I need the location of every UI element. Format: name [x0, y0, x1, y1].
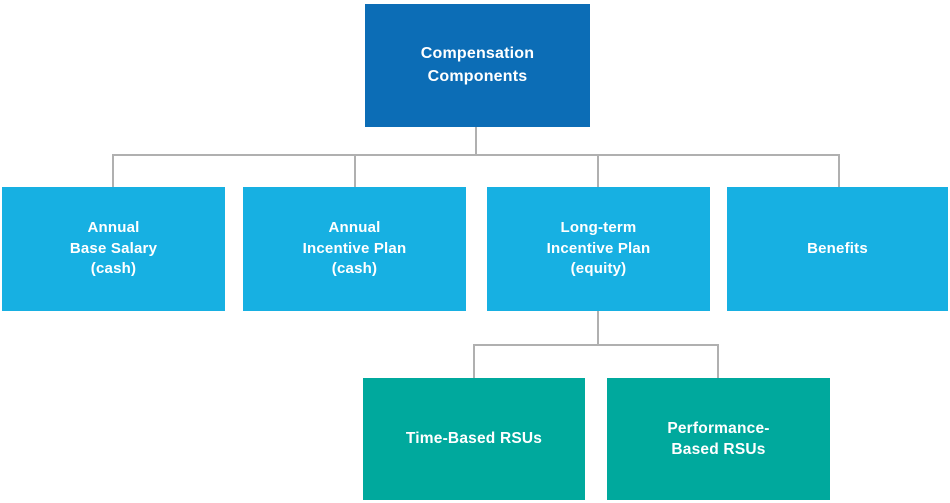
connector-drop-annual-incentive: [354, 154, 356, 188]
connector-drop-time-based-rsus: [473, 344, 475, 379]
node-compensation-components: Compensation Components: [365, 4, 590, 127]
node-benefits: Benefits: [727, 187, 948, 311]
node-long-term-incentive-plan: Long-term Incentive Plan (equity): [487, 187, 710, 311]
connector-tier3-rail: [473, 344, 719, 346]
node-performance-based-rsus: Performance- Based RSUs: [607, 378, 830, 500]
connector-lti-stem: [597, 311, 599, 345]
node-time-based-rsus: Time-Based RSUs: [363, 378, 585, 500]
connector-drop-long-term-incentive: [597, 154, 599, 188]
connector-tier2-rail: [112, 154, 840, 156]
node-annual-base-salary: Annual Base Salary (cash): [2, 187, 225, 311]
connector-drop-performance-based-rsus: [717, 344, 719, 379]
connector-drop-benefits: [838, 154, 840, 188]
connector-drop-base-salary: [112, 154, 114, 188]
node-annual-incentive-plan: Annual Incentive Plan (cash): [243, 187, 466, 311]
connector-root-stem: [475, 127, 477, 155]
